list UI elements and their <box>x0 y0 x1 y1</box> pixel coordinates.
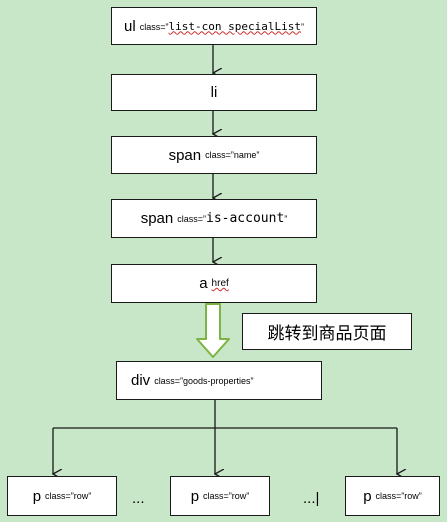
node-p-left: p class=”row” <box>7 476 117 516</box>
ellipsis-right: ...| <box>303 490 320 507</box>
node-p-right-class: class=”row” <box>375 491 422 501</box>
note-text: 跳转到商品页面 <box>267 324 387 344</box>
node-span-account-tag: span <box>140 210 174 227</box>
node-a-tag: a <box>199 275 208 292</box>
node-li: li <box>111 74 317 111</box>
node-a: a href <box>111 264 317 303</box>
node-span-account-class-value: is-account <box>206 211 285 226</box>
node-span-account-class-attr: class=”is-account” <box>177 211 288 226</box>
node-p-left-class: class=”row” <box>45 491 92 501</box>
node-ul-class-value: list-con specialList <box>168 19 301 33</box>
node-ul-class-attr: class=”list-con specialList” <box>139 19 304 33</box>
node-span-account: span class=”is-account” <box>111 199 317 238</box>
node-p-right: p class=”row” <box>345 476 440 516</box>
node-span-name: span class=”name” <box>111 136 317 174</box>
node-p-middle: p class=”row” <box>170 476 270 516</box>
node-ul: ul class=”list-con specialList” <box>111 7 317 45</box>
block-arrow <box>196 303 230 358</box>
node-p-middle-class: class=”row” <box>203 491 250 501</box>
node-p-middle-tag: p <box>190 487 200 505</box>
node-ul-tag: ul <box>124 17 136 35</box>
node-div-tag: div <box>131 372 151 389</box>
node-div-class: class=”goods-properties” <box>154 375 254 386</box>
note-box: 跳转到商品页面 <box>242 313 412 350</box>
ellipsis-left: ... <box>132 490 145 507</box>
node-p-right-tag: p <box>363 487 372 505</box>
node-span-name-tag: span <box>168 146 202 164</box>
node-div: div class=”goods-properties” <box>116 361 322 400</box>
node-span-name-class: class=”name” <box>205 150 260 160</box>
node-p-left-tag: p <box>32 487 42 505</box>
node-li-tag: li <box>210 84 218 101</box>
node-a-attr: href <box>211 278 229 289</box>
